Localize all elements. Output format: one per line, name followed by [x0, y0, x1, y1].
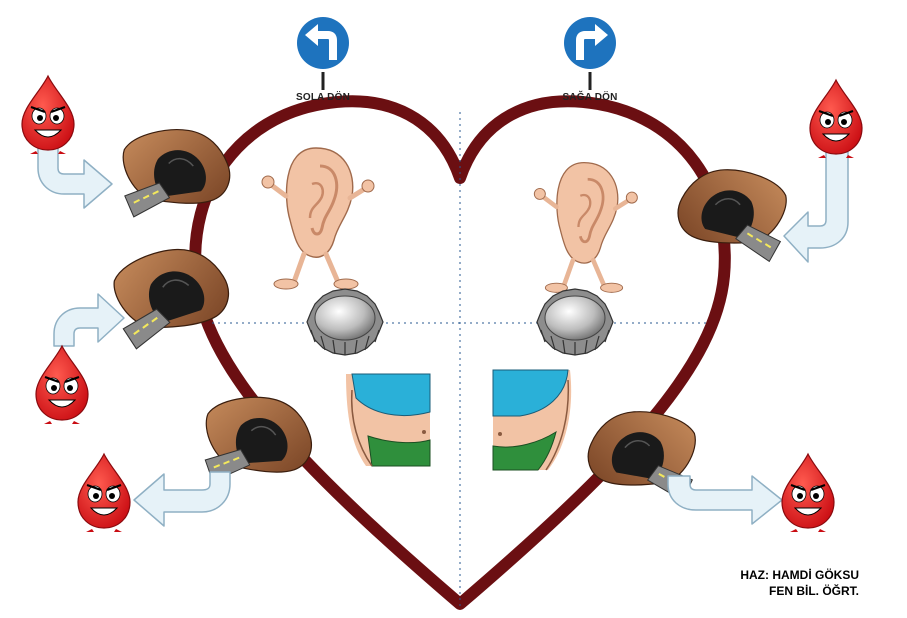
middle-left-arrow-icon: [53, 293, 125, 347]
upper-right-blood-drop-character-icon: [808, 78, 864, 160]
turn-right-sign-icon: [561, 14, 619, 90]
left-belly-icon: [340, 373, 431, 467]
lower-right-blood-drop-character-icon: [780, 452, 836, 534]
lower-right-arrow-icon: [667, 475, 783, 525]
upper-right-arrow-icon: [783, 151, 849, 263]
author-credit: HAZ: HAMDİ GÖKSU: [740, 568, 859, 582]
lower-left-blood-drop-character-icon: [76, 452, 132, 534]
author-title: FEN BİL. ÖĞRT.: [769, 584, 859, 598]
upper-left-blood-drop-character-icon: [20, 74, 76, 156]
turn-left-sign-icon: [294, 14, 352, 90]
turn-right-label: SAĞA DÖN: [562, 92, 618, 103]
upper-left-arrow-icon: [37, 145, 113, 209]
turn-left-label: SOLA DÖN: [295, 92, 350, 103]
right-belly-icon: [492, 369, 575, 471]
middle-left-blood-drop-character-icon: [34, 344, 90, 426]
lower-left-arrow-icon: [133, 471, 231, 527]
